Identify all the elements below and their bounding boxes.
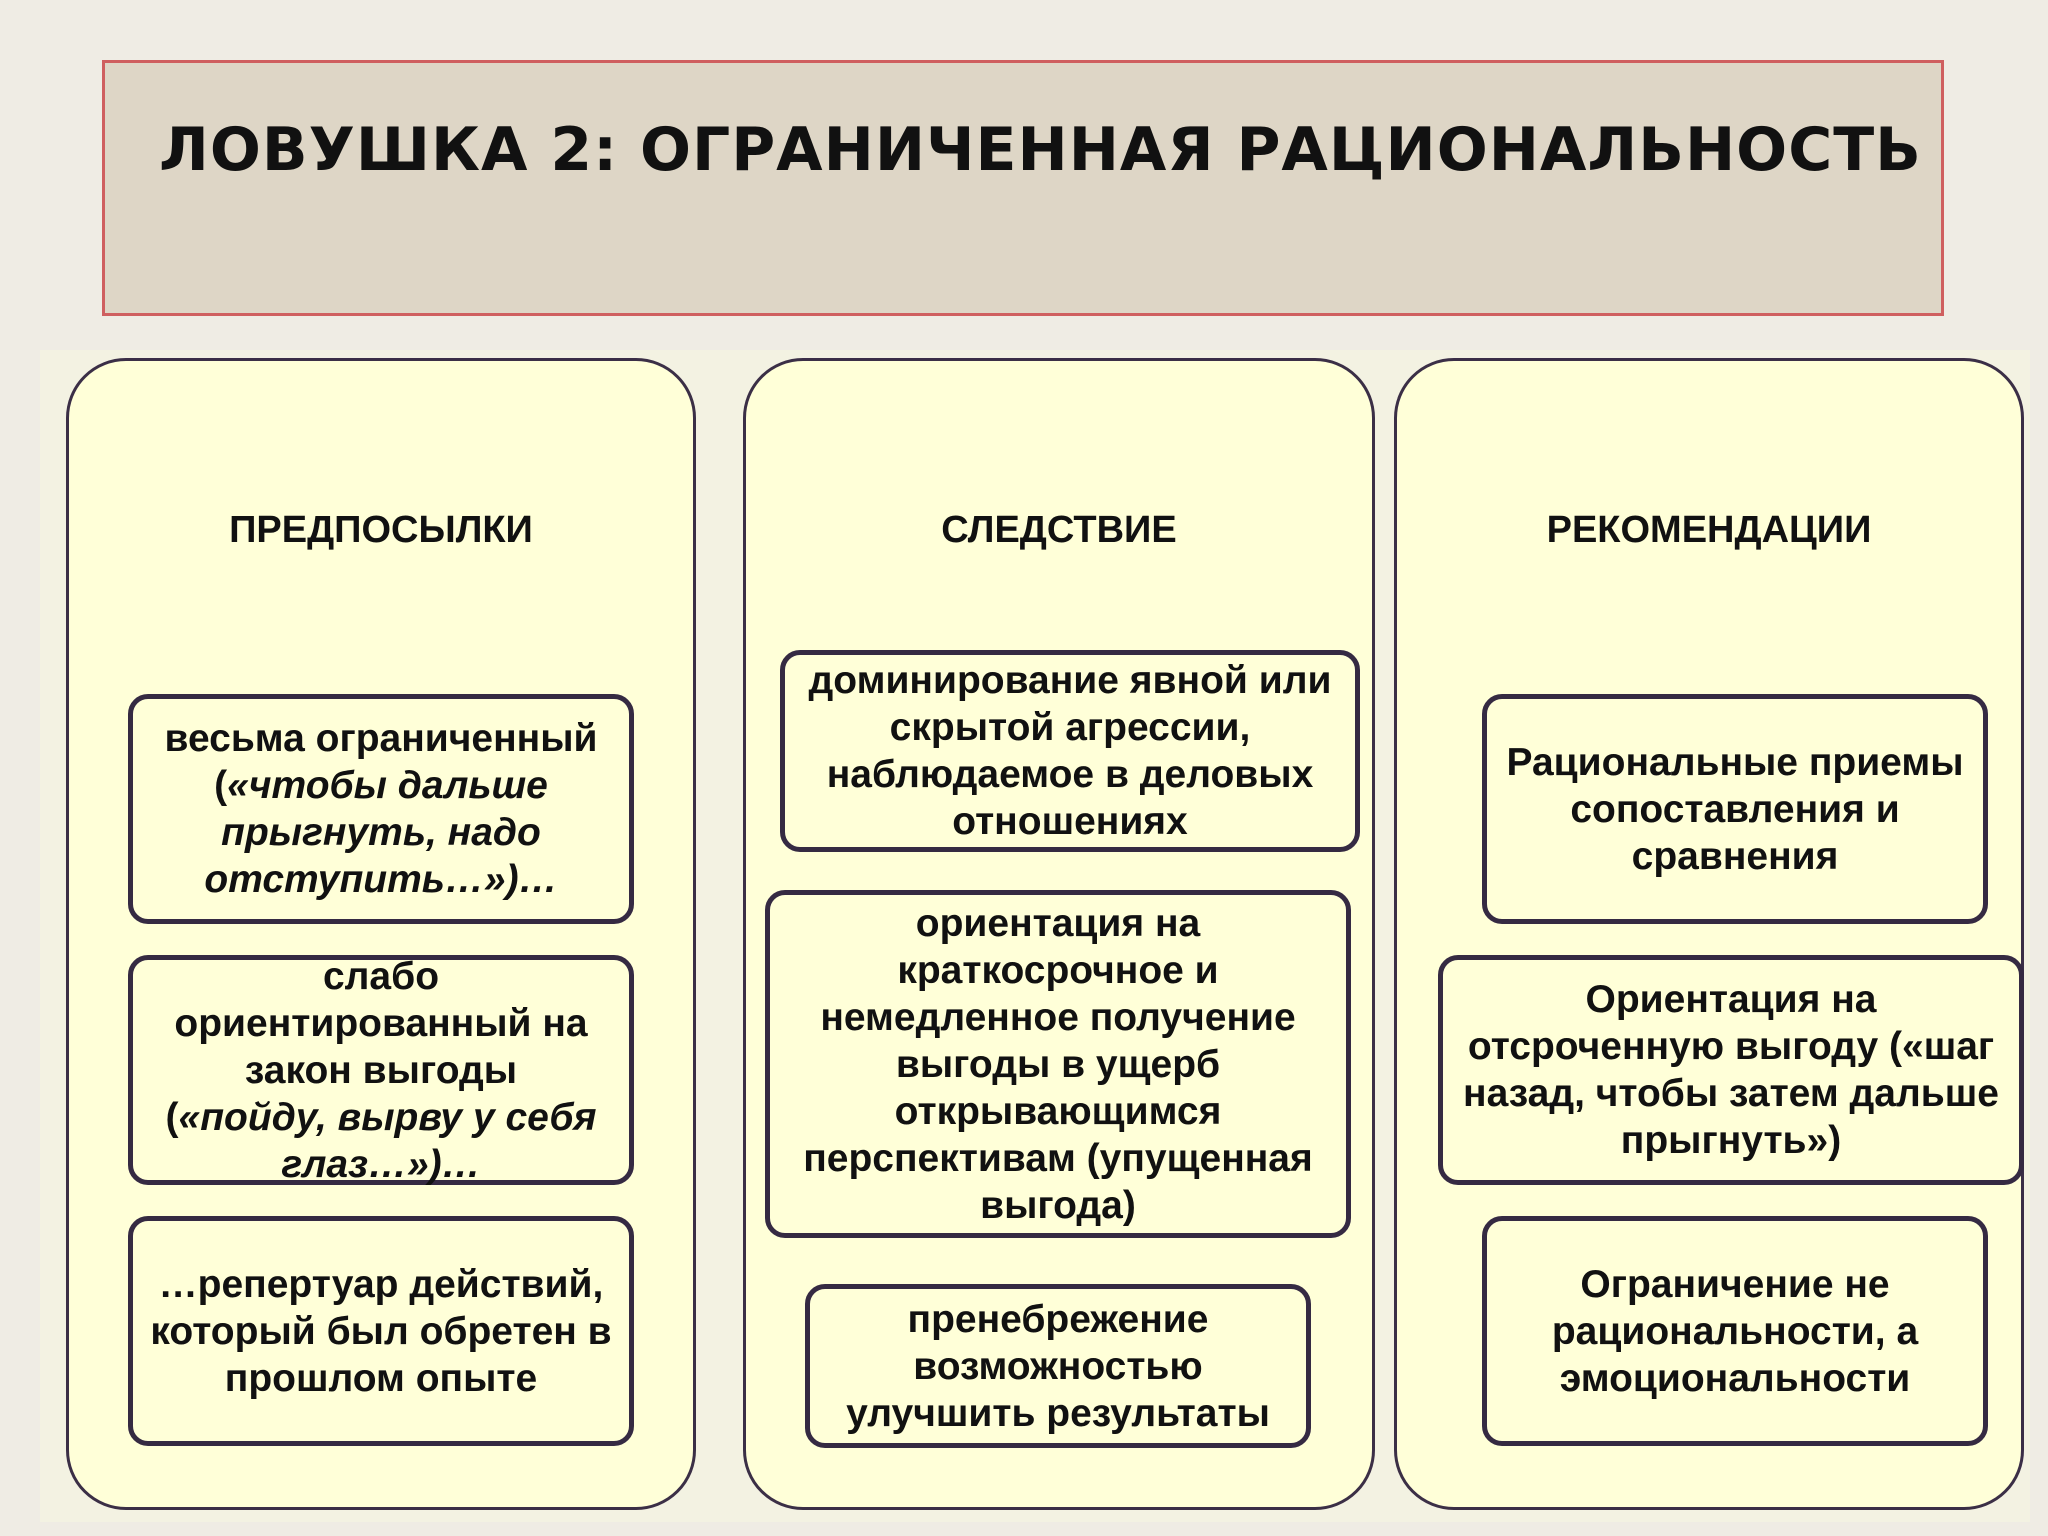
precondition-3-text: …репертуар действий, который был обретен… (150, 1262, 612, 1400)
header-recommendations: РЕКОМЕНДАЦИИ (1546, 509, 1872, 551)
precondition-1-paren: ( (214, 764, 228, 807)
precondition-card-1: весьма ограниченный («чтобы дальше прыгн… (128, 694, 634, 924)
recommendation-1-text: Рациональные приемы сопоставления и срав… (1506, 740, 1964, 878)
precondition-2-paren: ( (165, 1095, 179, 1139)
precondition-2-text: слабо ориентированный на закон выгоды (174, 954, 588, 1092)
consequence-card-2: ориентация на краткосрочное и немедленно… (765, 890, 1351, 1238)
slide-title: ЛОВУШКА 2: ОГРАНИЧЕННАЯ РАЦИОНАЛЬНОСТЬ (159, 115, 1922, 185)
recommendation-3-text: Ограничение не рациональности, а эмоцион… (1551, 1262, 1919, 1400)
precondition-2-quote: «пойду, вырву у себя глаз…»)… (178, 1095, 597, 1186)
recommendation-card-1: Рациональные приемы сопоставления и срав… (1482, 694, 1988, 924)
precondition-1-quote: «чтобы дальше прыгнуть, надо отступить…»… (204, 764, 558, 901)
precondition-card-3: …репертуар действий, который был обретен… (128, 1216, 634, 1446)
consequence-1-text: доминирование явной или скрытой агрессии… (808, 659, 1332, 843)
precondition-1-text: весьма ограниченный (164, 717, 598, 760)
header-preconditions: ПРЕДПОСЫЛКИ (229, 509, 533, 551)
header-consequences: СЛЕДСТВИЕ (941, 509, 1177, 551)
consequence-2-text: ориентация на краткосрочное и немедленно… (803, 901, 1313, 1227)
consequence-card-1: доминирование явной или скрытой агрессии… (780, 650, 1360, 852)
title-box: ЛОВУШКА 2: ОГРАНИЧЕННАЯ РАЦИОНАЛЬНОСТЬ (102, 60, 1944, 316)
recommendation-card-2: Ориентация на отсроченную выгоду («шаг н… (1438, 955, 2024, 1185)
recommendation-2-text: Ориентация на отсроченную выгоду («шаг н… (1463, 978, 1999, 1162)
consequence-3-text: пренебрежение возможностью улучшить резу… (846, 1297, 1270, 1435)
precondition-card-2: слабо ориентированный на закон выгоды («… (128, 954, 634, 1186)
consequence-card-3: пренебрежение возможностью улучшить резу… (805, 1284, 1311, 1448)
recommendation-card-3: Ограничение не рациональности, а эмоцион… (1482, 1216, 1988, 1446)
